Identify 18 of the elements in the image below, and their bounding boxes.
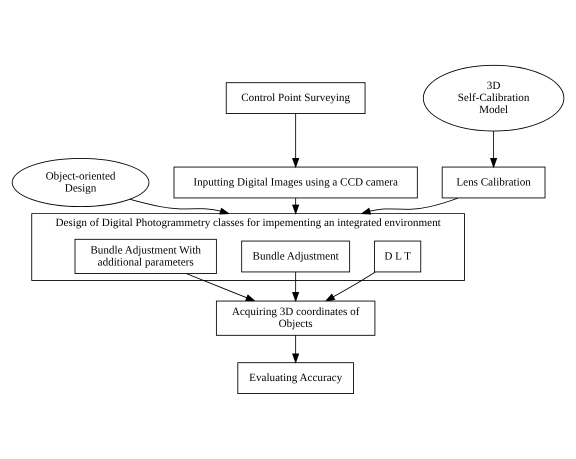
node-box: Lens Calibration: [442, 166, 546, 198]
arrow: [292, 272, 300, 302]
node-box: Control Point Surveying: [226, 82, 366, 114]
arrow: [292, 335, 300, 364]
arrow: [292, 113, 300, 168]
node-box: Evaluating Accuracy: [237, 362, 354, 394]
arrow: [490, 130, 498, 168]
arrow: [186, 273, 256, 302]
arrow: [360, 198, 459, 214]
arrow: [324, 272, 376, 302]
node-ellipse: Object-oriented Design: [12, 158, 150, 208]
node-box: Bundle Adjustment With additional parameters: [74, 238, 217, 274]
node-box: D L T: [374, 240, 422, 272]
arrow: [292, 198, 300, 215]
node-box: Inputting Digital Images using a CCD camera: [174, 166, 418, 198]
node-box: Acquiring 3D coordinates of Objects: [216, 300, 376, 336]
node-ellipse: 3D Self-Calibration Model: [422, 64, 564, 132]
node-box: Bundle Adjustment: [241, 240, 350, 272]
